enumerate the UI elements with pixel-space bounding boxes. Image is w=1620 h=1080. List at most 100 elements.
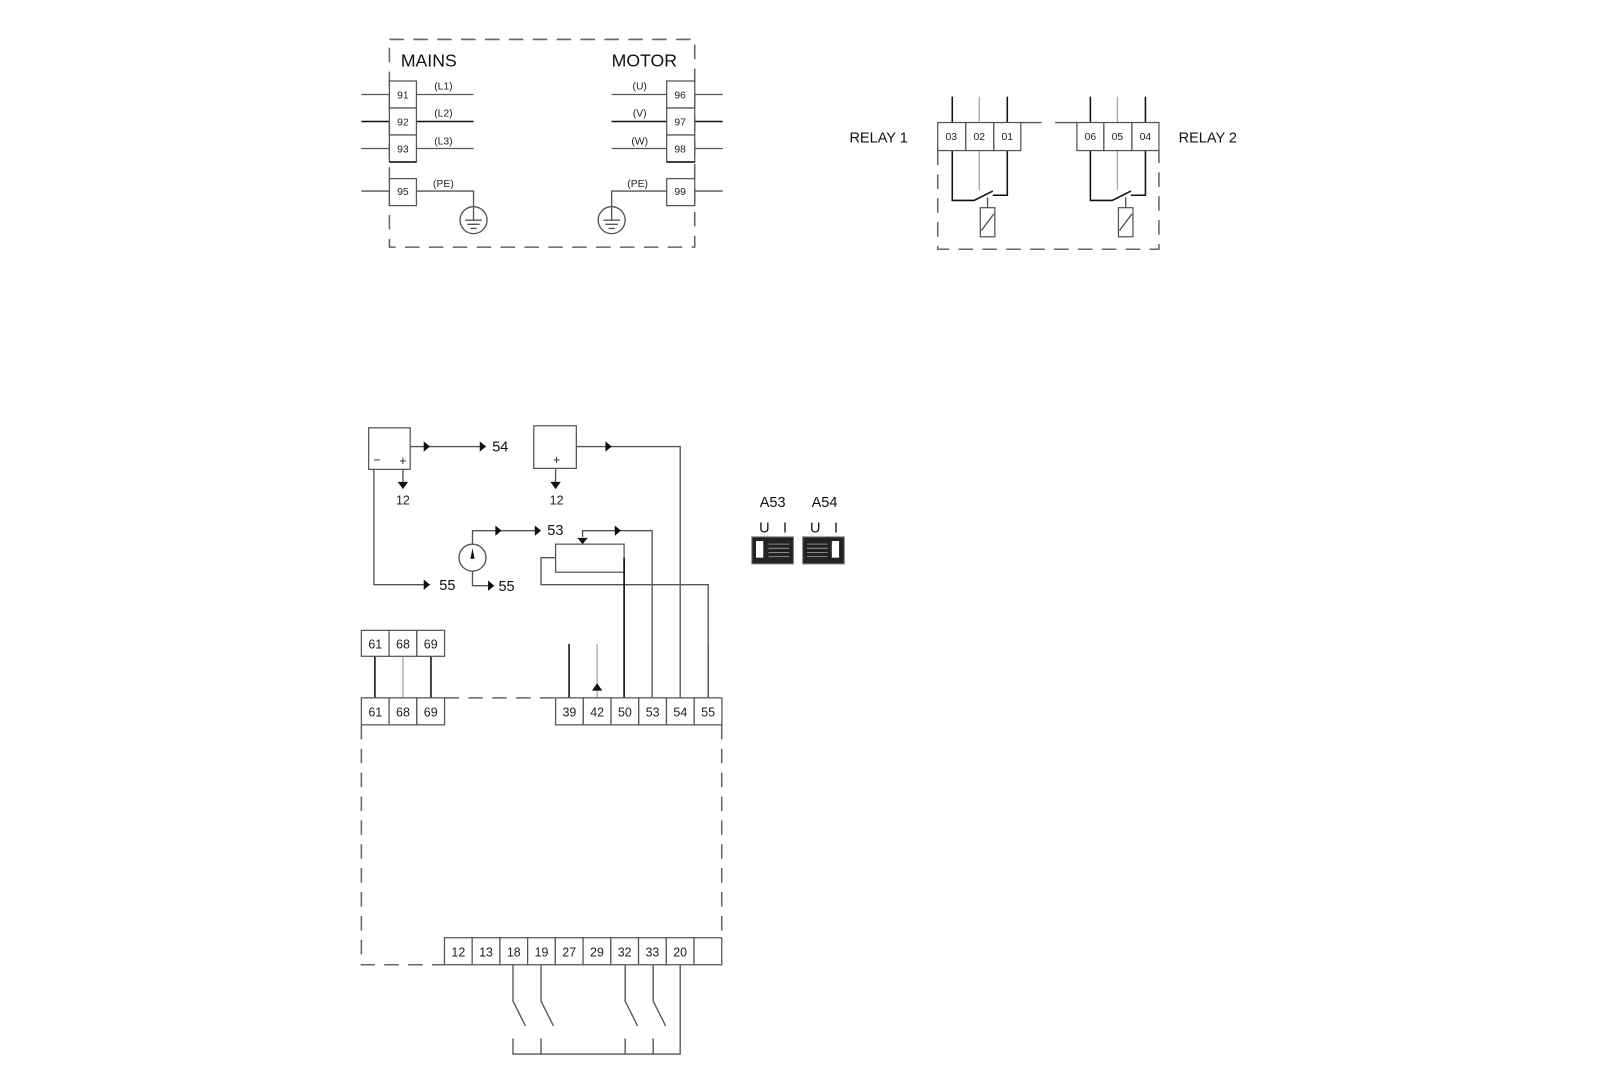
terminal-label: 42 <box>590 706 604 720</box>
phase-label: (L2) <box>434 108 452 119</box>
terminal-18 <box>499 937 529 966</box>
switch-i-label: I <box>783 521 787 537</box>
terminal-label: 93 <box>397 145 409 156</box>
terminal-label: 53 <box>646 706 660 720</box>
terminal-label: 20 <box>673 945 687 959</box>
plus-sign: + <box>553 453 560 467</box>
terminal-label: 69 <box>424 638 438 652</box>
terminal-50 <box>610 697 640 726</box>
phase-label: (L1) <box>434 81 452 92</box>
terminal-label: 61 <box>368 638 382 652</box>
terminal-label: 03 <box>945 132 957 143</box>
current-source-box <box>368 427 411 471</box>
terminal-label: 97 <box>674 118 686 129</box>
terminal-label: 91 <box>397 91 409 102</box>
terminal-68 <box>388 629 418 657</box>
terminal-label: 04 <box>1140 132 1152 143</box>
phase-label: (PE) <box>627 179 648 190</box>
terminal-61 <box>360 629 390 657</box>
terminal-99 <box>666 177 696 207</box>
relay1-title: RELAY 1 <box>849 130 907 146</box>
switch-a53-label: A53 <box>760 495 786 511</box>
terminal-label: 99 <box>674 187 686 198</box>
terminal-53 <box>638 697 668 726</box>
terminal-label: 69 <box>424 706 438 720</box>
plus-sign: + <box>399 454 406 468</box>
switch-knob <box>831 541 840 558</box>
terminal-label: 13 <box>479 945 493 959</box>
terminal-97 <box>666 107 696 136</box>
terminal-05 <box>1103 121 1133 152</box>
switch-a54-label: A54 <box>812 495 838 511</box>
terminal-label: 12 <box>451 945 465 959</box>
terminal-label: 54 <box>673 706 687 720</box>
terminal-label: 02 <box>973 132 985 143</box>
terminal-68 <box>388 697 418 726</box>
terminal-03 <box>937 121 967 152</box>
terminal-33 <box>637 937 667 966</box>
terminal-label: 92 <box>397 118 409 129</box>
terminal-label: 61 <box>368 706 382 720</box>
ref-label-12: 12 <box>396 494 410 508</box>
terminal-96 <box>666 80 696 109</box>
motor-title: MOTOR <box>612 50 677 70</box>
phase-label: (W) <box>631 136 648 147</box>
terminal-label: 39 <box>563 706 577 720</box>
motor-terminal-block: 96 97 98 99 (U) (V) (W) (PE) <box>627 80 696 207</box>
ref-label-55: 55 <box>498 579 514 595</box>
terminal-95 <box>388 177 418 207</box>
terminal-69 <box>416 629 446 657</box>
phase-label: (U) <box>632 81 646 92</box>
terminal-69 <box>416 697 446 726</box>
ref-label-55: 55 <box>439 578 455 594</box>
terminal-label: 32 <box>618 945 632 959</box>
voltage-source-box <box>533 425 577 469</box>
switch-u-label: U <box>759 521 769 537</box>
terminal-label: 33 <box>645 945 659 959</box>
terminal-label: 50 <box>618 706 632 720</box>
terminal-label: 95 <box>397 187 409 198</box>
switch-knob <box>756 541 764 558</box>
terminal-label: 29 <box>590 945 604 959</box>
terminal-label: 05 <box>1112 132 1124 143</box>
switch-a53[interactable]: A53 U I <box>751 495 794 565</box>
terminal-label: 96 <box>674 91 686 102</box>
terminal-04 <box>1131 121 1160 152</box>
ground-icon <box>597 205 626 235</box>
terminal-54 <box>665 697 695 726</box>
terminal-label: 68 <box>396 638 410 652</box>
terminal-98 <box>666 134 696 163</box>
terminal-29 <box>582 937 612 966</box>
terminal-label: 68 <box>396 706 410 720</box>
terminal-55 <box>693 697 723 726</box>
power-section: MAINS MOTOR 91 92 93 95 (L1) (L2) (L3) (… <box>361 38 723 248</box>
terminal-92 <box>388 107 418 136</box>
potentiometer-icon <box>554 543 625 573</box>
mains-title: MAINS <box>401 50 457 70</box>
terminal-27 <box>554 937 584 966</box>
terminal-label: 27 <box>562 945 576 959</box>
ref-label-54: 54 <box>492 440 508 456</box>
minus-sign: − <box>373 453 380 467</box>
switch-u-label: U <box>810 521 820 537</box>
phase-label: (V) <box>633 108 647 119</box>
terminal-label: 55 <box>701 706 715 720</box>
ref-label-12: 12 <box>550 494 564 508</box>
terminal-label: 06 <box>1085 132 1097 143</box>
switch-a54[interactable]: A54 U I <box>802 495 845 565</box>
terminal-01 <box>993 121 1022 152</box>
relay2-title: RELAY 2 <box>1179 130 1237 146</box>
terminal-label: 98 <box>674 145 686 156</box>
ground-icon <box>459 205 488 235</box>
phase-label: (L3) <box>434 136 452 147</box>
relay-section: RELAY 1 RELAY 2 03 02 01 06 05 04 <box>849 96 1237 251</box>
analog-sources: − + 54 12 55 + 12 53 55 <box>368 425 709 698</box>
mains-terminal-block: 91 92 93 95 (L1) (L2) (L3) (PE) <box>388 80 454 207</box>
switch-i-label: I <box>834 521 838 537</box>
terminal-label: 01 <box>1002 132 1014 143</box>
phase-label: (PE) <box>433 179 454 190</box>
terminal-13 <box>471 937 501 966</box>
ref-label-53: 53 <box>547 523 563 539</box>
